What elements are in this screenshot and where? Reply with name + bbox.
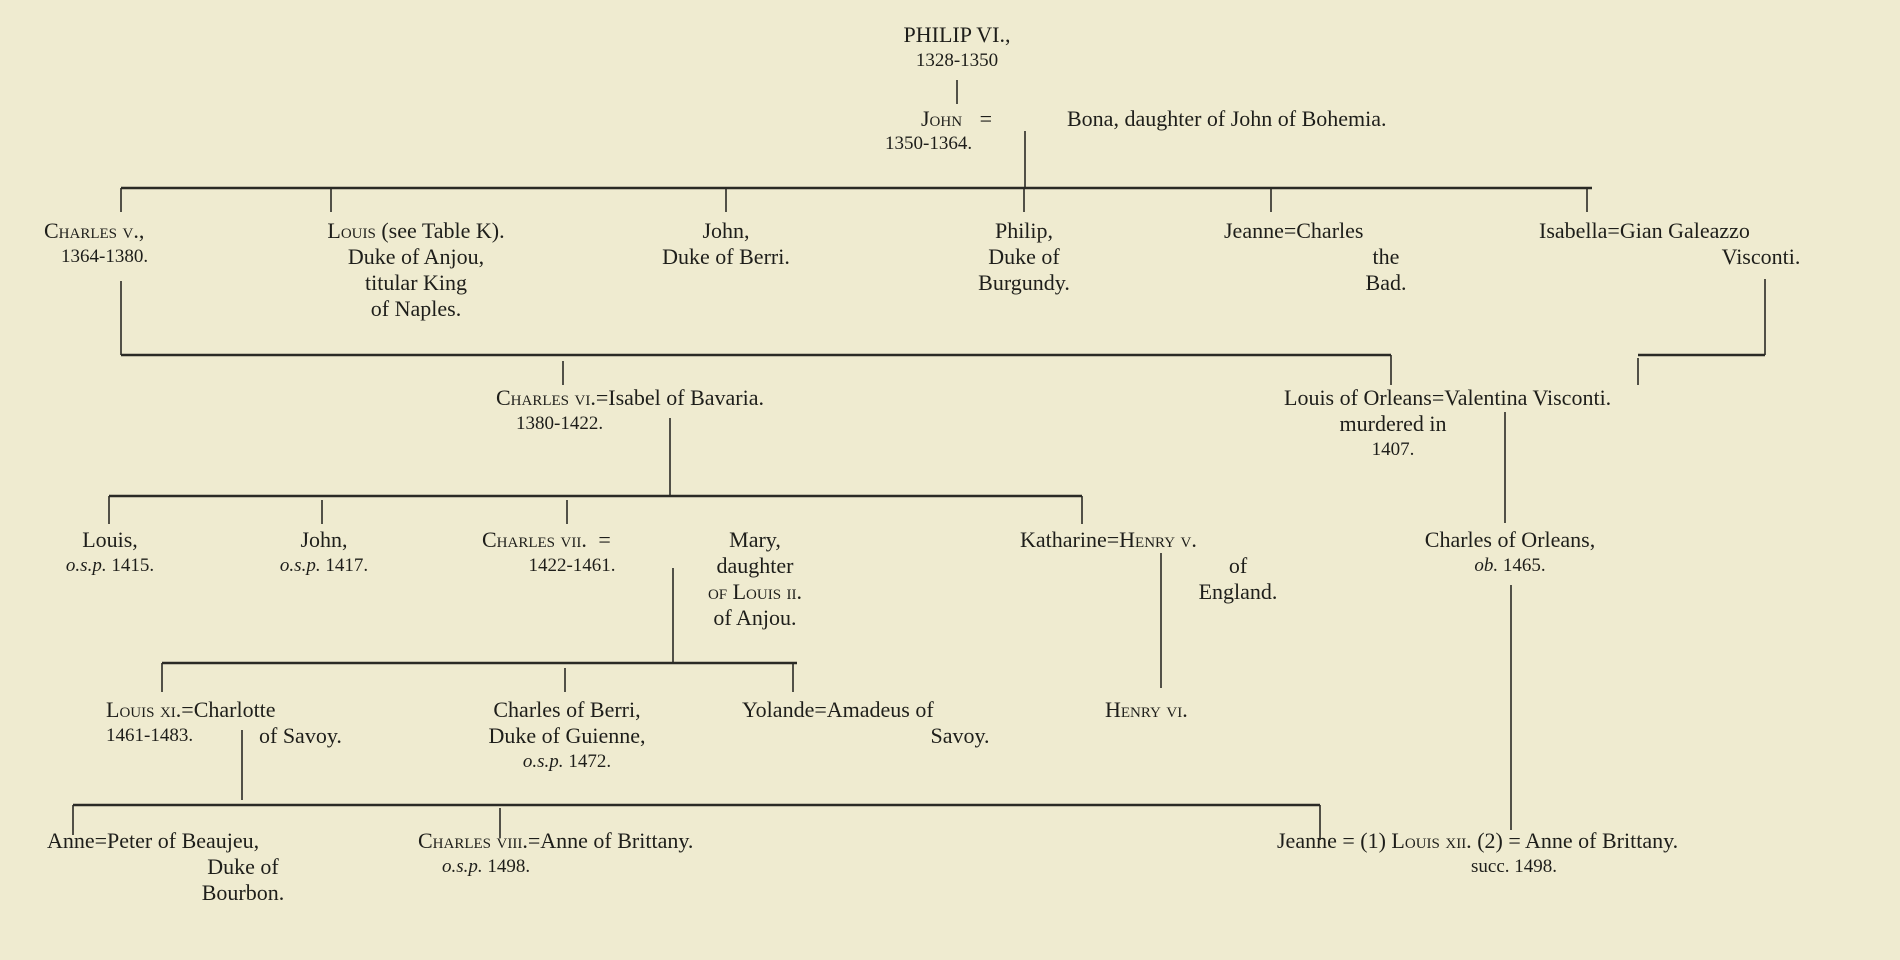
line: murdered in [1339, 411, 1447, 436]
line: daughter [716, 553, 794, 578]
line: titular King [364, 270, 468, 295]
name: Louis xi. [106, 697, 182, 722]
osp: o.s.p. [442, 856, 483, 877]
line: Bad. [1365, 270, 1407, 295]
year: 1465. [1502, 555, 1546, 576]
line: of [1228, 553, 1248, 578]
node-jeanne: Jeanne=Charles [1224, 218, 1364, 243]
line: Duke of [207, 854, 279, 879]
line: Mary, [729, 527, 781, 552]
node-louis-xi: Louis xi.=Charlotte [106, 697, 276, 723]
node-louis: Louis, o.s.p. 1415. [66, 527, 154, 579]
node-louis-xii: Jeanne = (1) Louis xii. (2) = Anne of Br… [1277, 828, 1678, 854]
post: (2) = Anne of Brittany. [1471, 828, 1679, 853]
husband: Henry v. [1119, 527, 1197, 552]
marriage-sign: = [979, 106, 992, 131]
henry-v-note: of England. [1199, 553, 1278, 605]
year: 1417. [325, 555, 369, 576]
osp: o.s.p. [522, 751, 564, 772]
name: PHILIP VI., [903, 22, 1011, 47]
line: 1407. [1371, 439, 1415, 460]
name: Charles v., [44, 218, 145, 243]
year: 1472. [568, 751, 612, 772]
node-charles-berri: Charles of Berri, Duke of Guienne, o.s.p… [488, 697, 645, 775]
reign: 1364-1380. [61, 246, 149, 267]
line: of Naples. [370, 296, 462, 321]
node-charles-vii: Charles vii. = [482, 527, 611, 553]
node-charles-orleans: Charles of Orleans, ob. 1465. [1425, 527, 1595, 579]
node-charles-vi: Charles vi.=Isabel of Bavaria. [496, 385, 764, 411]
node-anne: Anne=Peter of Beaujeu, [47, 828, 260, 853]
note: (see Table K). [381, 218, 505, 243]
ob: ob. [1474, 555, 1499, 576]
line: the [1372, 244, 1400, 269]
node-mary: Mary, daughter of Louis ii. of Anjou. [708, 527, 802, 631]
louis-orleans-note: murdered in 1407. [1340, 411, 1447, 463]
line: Duke of [988, 244, 1060, 269]
year: 1415. [111, 555, 155, 576]
node-isabella: Isabella=Gian Galeazzo [1539, 218, 1750, 243]
louis-xi-reign: 1461-1483. [106, 725, 194, 746]
year: 1498. [487, 856, 531, 877]
john-reign: 1350-1364. [885, 133, 973, 154]
node-john-berri: John, Duke of Berri. [662, 218, 790, 270]
node-john: John = [921, 106, 992, 132]
spouse: =Anne of Brittany. [527, 828, 694, 853]
node-louis-orleans: Louis of Orleans=Valentina Visconti. [1284, 385, 1612, 410]
node-philip-burgundy: Philip, Duke of Burgundy. [978, 218, 1070, 296]
node-yolande: Yolande=Amadeus of [742, 697, 934, 722]
line: England. [1198, 579, 1278, 604]
spouse: =Isabel of Bavaria. [595, 385, 765, 410]
louis-xii-succ: succ. 1498. [1470, 856, 1558, 877]
line: Burgundy. [978, 270, 1070, 295]
name: John [921, 106, 963, 131]
node-gian-galeazzo: Visconti. [1721, 244, 1801, 269]
charles-vii-reign: 1422-1461. [528, 555, 616, 576]
reign: 1328-1350 [915, 50, 999, 71]
name: Louis [327, 218, 376, 243]
spouse: =Charlotte [181, 697, 276, 722]
name: Charles viii. [418, 828, 528, 853]
name: Charles vii. [482, 527, 587, 552]
node-henry-vi: Henry vi. [1105, 697, 1188, 722]
pre: Jeanne = (1) [1277, 828, 1392, 853]
osp: o.s.p. [279, 555, 321, 576]
peter-beaujeu-note: Duke of Bourbon. [202, 854, 285, 906]
name: Katharine= [1020, 527, 1120, 552]
john-spouse: Bona, daughter of John of Bohemia. [1067, 106, 1387, 131]
line: Philip, [994, 218, 1054, 243]
name: Louis xii. [1391, 828, 1472, 853]
osp: o.s.p. [65, 555, 107, 576]
line: John, [702, 218, 750, 243]
node-katharine: Katharine=Henry v. [1020, 527, 1197, 553]
line: John, [300, 527, 348, 552]
charles-vi-reign: 1380-1422. [516, 413, 604, 434]
node-charles-the-bad: the Bad. [1366, 244, 1407, 296]
amadeus-savoy: Savoy. [930, 723, 990, 748]
node-john-2: John, o.s.p. 1417. [280, 527, 368, 579]
line: of Louis ii. [707, 579, 803, 604]
line: Charles of Orleans, [1424, 527, 1596, 552]
line: Duke of Anjou, [347, 244, 485, 269]
line: of Anjou. [713, 605, 797, 630]
node-charles-viii: Charles viii.=Anne of Brittany. [418, 828, 693, 854]
charles-viii-osp: o.s.p. 1498. [442, 854, 530, 880]
line: Louis, [82, 527, 138, 552]
name: Charles vi. [496, 385, 596, 410]
node-philip-vi: PHILIP VI., 1328-1350 [904, 22, 1011, 74]
line: Bourbon. [201, 880, 285, 905]
line: Duke of Berri. [662, 244, 790, 269]
charlotte-of-savoy: of Savoy. [259, 723, 342, 748]
node-charles-v: Charles v., 1364-1380. [44, 218, 148, 270]
line: Duke of Guienne, [488, 723, 646, 748]
node-louis-anjou: Louis (see Table K). Duke of Anjou, titu… [327, 218, 504, 322]
marriage-sign: = [598, 527, 611, 552]
line: Charles of Berri, [493, 697, 641, 722]
